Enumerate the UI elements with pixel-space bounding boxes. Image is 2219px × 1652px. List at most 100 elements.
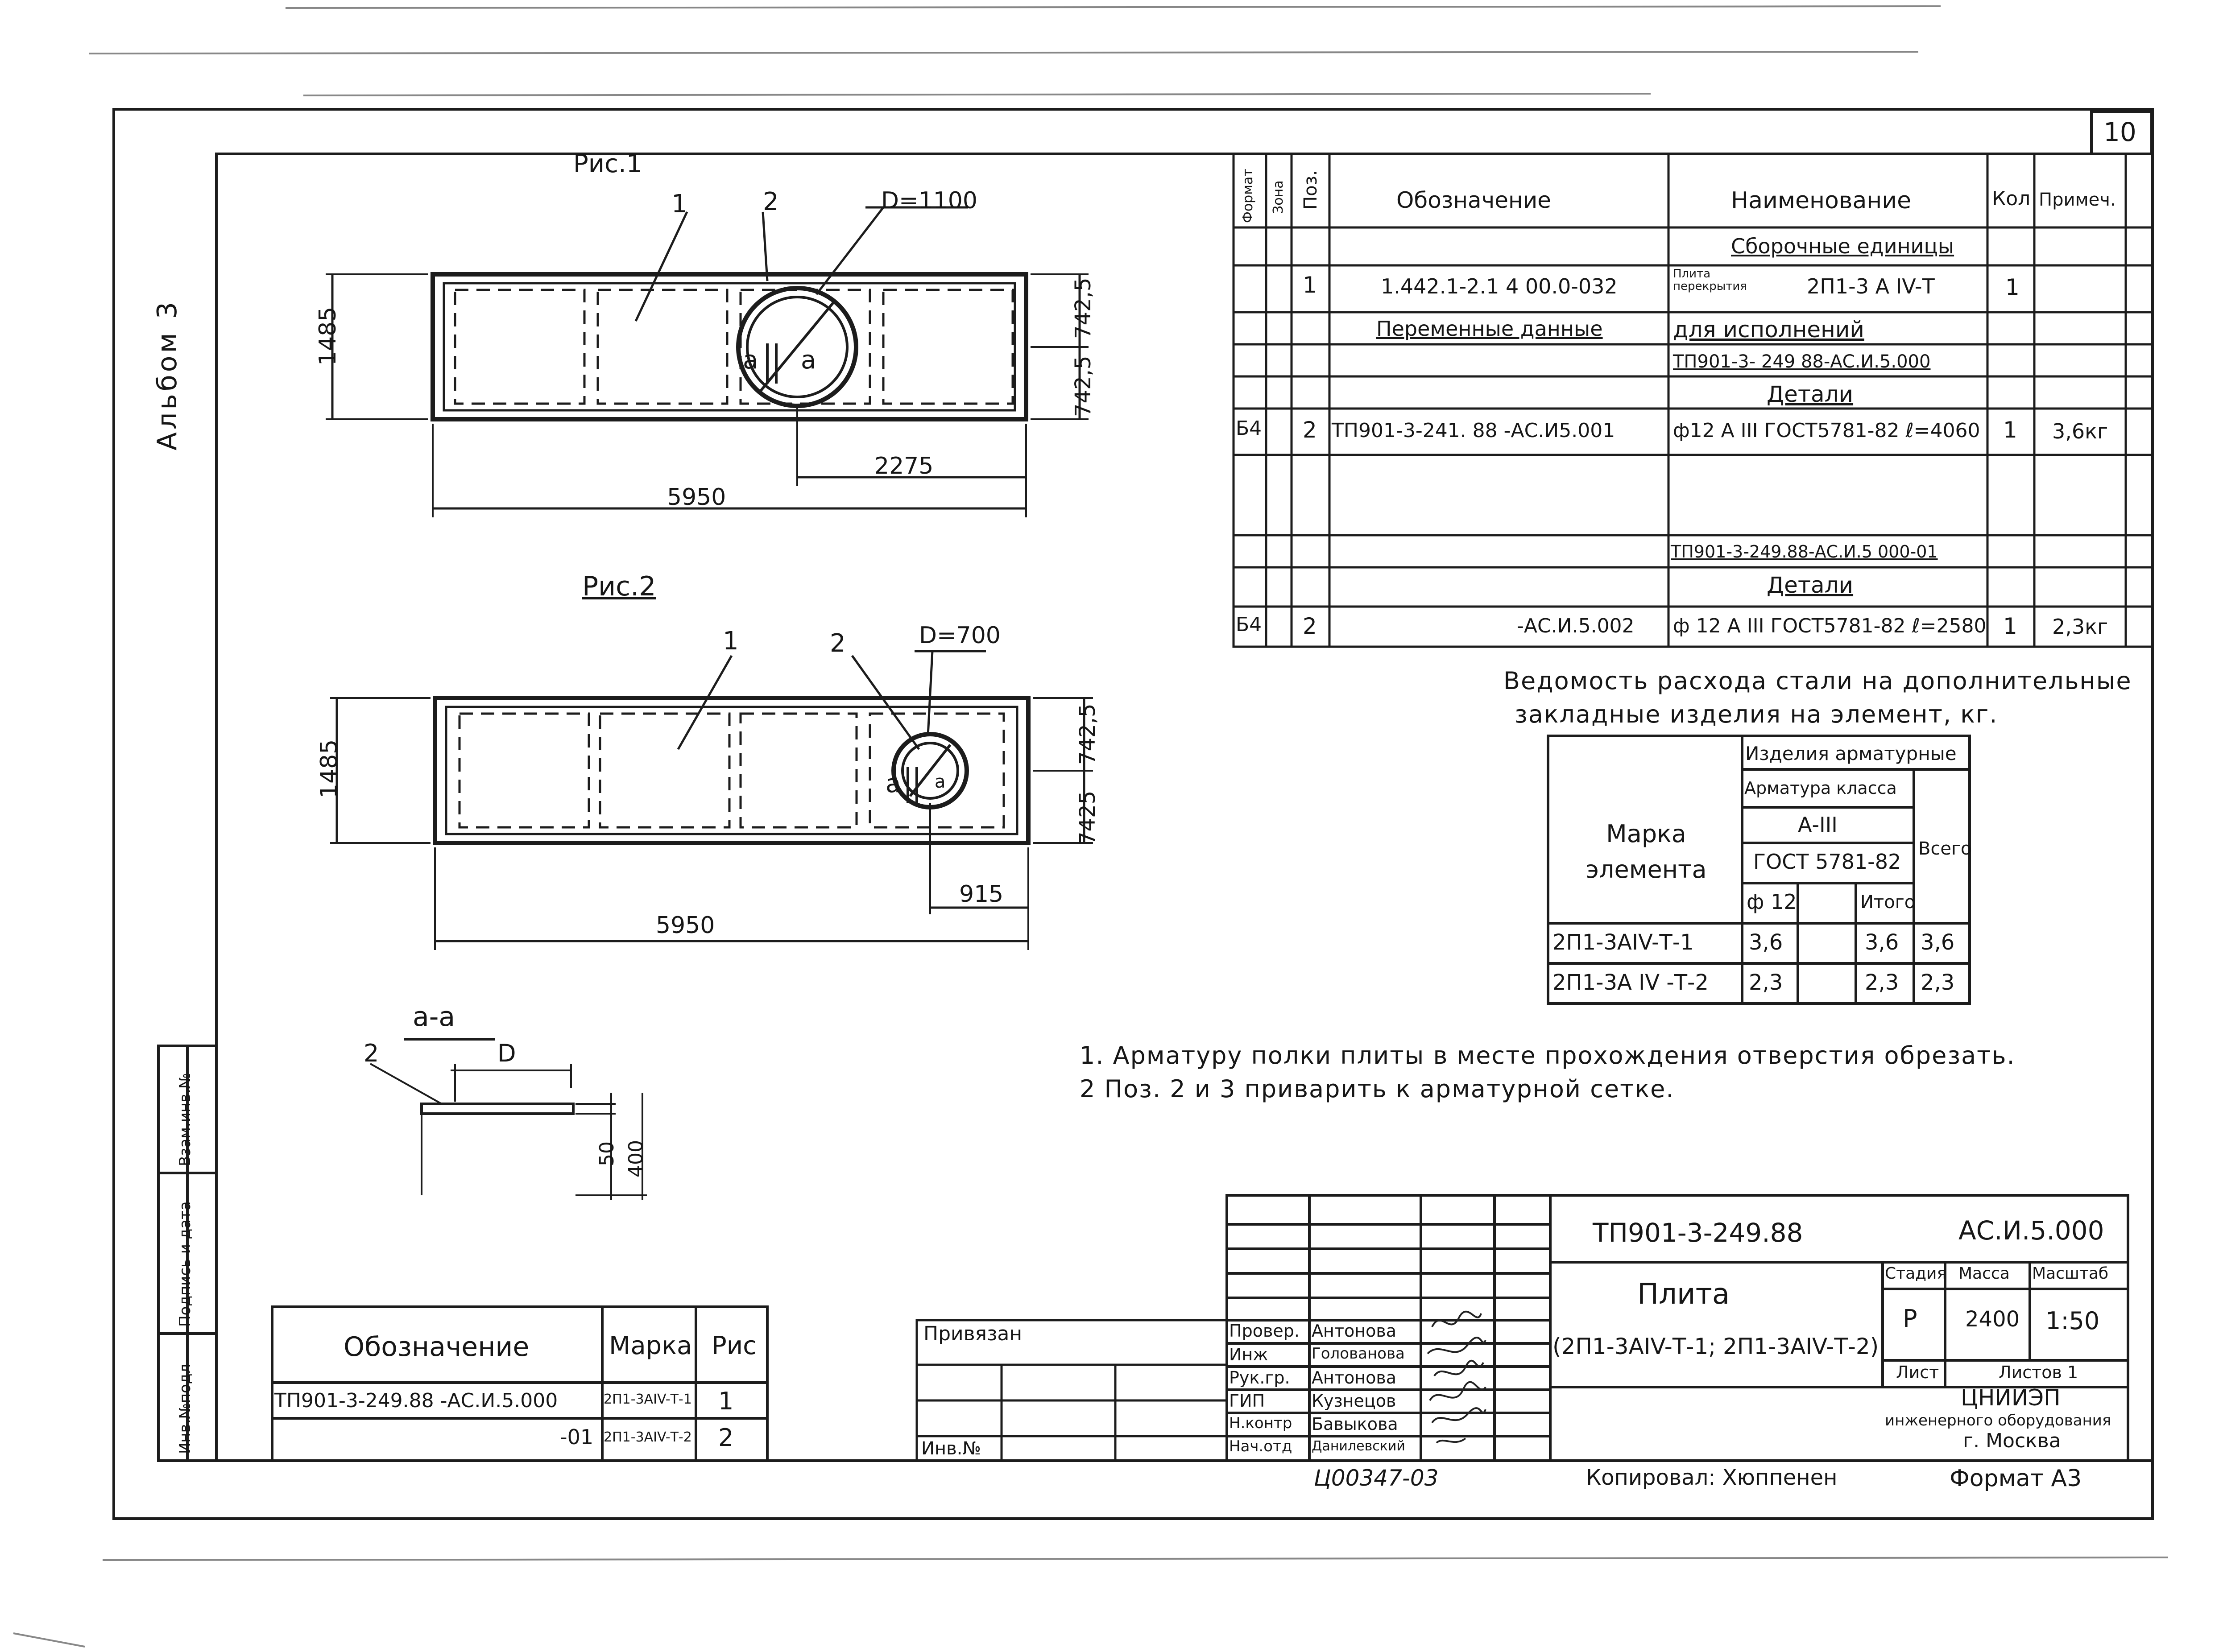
stamp-number: Ц00347-03	[1314, 1465, 1439, 1491]
figure2-callout-1: 1	[723, 627, 739, 656]
figure2-plan	[330, 650, 1093, 950]
title-stage-label: Стадия	[1885, 1264, 1947, 1283]
steel-header-element-mark: Марка элемента	[1586, 820, 1707, 884]
figure1-section-mark-right: а	[801, 346, 816, 375]
role-n-kontr: Н.контр	[1229, 1414, 1292, 1432]
steel-table-grid	[1547, 735, 1971, 1005]
steel-header-diameter: ф 12	[1747, 890, 1797, 914]
steel-header-class: А-III	[1798, 813, 1838, 837]
spec-row-details-1: Детали	[1767, 381, 1854, 407]
left-header-mark: Марка	[609, 1331, 692, 1360]
section-diameter: D	[497, 1039, 516, 1067]
steel-header-rebar-class: Арматура класса	[1744, 778, 1897, 798]
title-mass-label: Масса	[1958, 1264, 2010, 1283]
side-stamp-frame	[157, 1045, 218, 1462]
figure1-diameter: D=1100	[881, 187, 977, 214]
left-row1-fig: 1	[718, 1387, 734, 1415]
spec-row-version-01: ТП901-3-249.88-АС.И.5 000-01	[1671, 542, 1938, 562]
left-row2-designation: -01	[560, 1425, 594, 1449]
spec-row1-name-small: Плита перекрытия	[1673, 267, 1747, 293]
spec-row-version-base: ТП901-3- 249 88-АС.И.5.000	[1673, 351, 1931, 372]
spec-header-pos: Поз.	[1300, 170, 1321, 210]
spec-row-for-versions: для исполнений	[1673, 317, 1864, 343]
role-gip-name: Кузнецов	[1312, 1391, 1396, 1411]
role-ruk-gr: Рук.гр.	[1229, 1368, 1290, 1388]
role-nach-otd-name: Данилевский	[1312, 1438, 1405, 1454]
spec-row9-name: ф 12 А III ГОСТ5781-82 ℓ=2580	[1673, 615, 1987, 637]
title-doc-code: АС.И.5.000	[1958, 1215, 2104, 1246]
section-callout-2: 2	[364, 1039, 379, 1067]
section-aa	[370, 1038, 647, 1200]
copied-by: Копировал: Хюппенен	[1586, 1465, 1838, 1490]
spec-row9-pos: 2	[1303, 613, 1317, 639]
note-2: 2 Поз. 2 и 3 приварить к арматурной сетк…	[1080, 1075, 1675, 1103]
privyazan-label: Привязан	[923, 1322, 1023, 1345]
steel-row2-mark: 2П1-3А IV -Т-2	[1552, 970, 1709, 995]
spec-header-format: Формат	[1240, 169, 1256, 223]
figure2-half-bottom: 7425	[1075, 790, 1100, 845]
role-inzh: Инж	[1229, 1345, 1268, 1364]
role-gip: ГИП	[1229, 1391, 1265, 1411]
title-name: Плита	[1637, 1278, 1730, 1311]
side-stamp-vzam-inv: Взам.инв.№	[176, 1073, 194, 1166]
figure1-half-bottom: 742,5	[1071, 355, 1096, 417]
steel-header-products: Изделия арматурные	[1745, 743, 1957, 764]
title-org-3: г. Москва	[1963, 1429, 2061, 1452]
figure1-title: Рис.1	[573, 149, 642, 178]
role-prover-name: Антонова	[1312, 1321, 1396, 1341]
figure2-length: 5950	[656, 912, 715, 939]
steel-row2-subtotal: 2,3	[1865, 970, 1899, 995]
title-scale: 1:50	[2045, 1307, 2100, 1335]
steel-header-total: Всего	[1918, 838, 1972, 859]
figure1-offset: 2275	[874, 453, 934, 479]
spec-row5-name: ф12 А III ГОСТ5781-82 ℓ=4060	[1673, 419, 1980, 442]
spec-header-name: Наименование	[1731, 187, 1912, 214]
spec-row1-pos: 1	[1303, 272, 1317, 298]
left-table-grid	[271, 1305, 769, 1462]
side-stamp-inv-podl: Инв.№подл	[176, 1363, 194, 1454]
figure1-callout-1: 1	[671, 190, 687, 219]
spec-header-note: Примеч.	[2039, 190, 2116, 210]
title-scale-label: Масштаб	[2032, 1264, 2109, 1283]
figure2-callout-2: 2	[830, 629, 846, 658]
spec-row1-qty: 1	[2005, 274, 2020, 300]
figure1-half-top: 742,5	[1071, 277, 1096, 339]
steel-title-line2: закладные изделия на элемент, кг.	[1515, 700, 1998, 728]
spec-header-zone: Зона	[1271, 180, 1286, 214]
figure1-height: 1485	[315, 306, 341, 366]
side-stamp-signature-date: Подпись и дата	[176, 1201, 194, 1327]
spec-row5-qty: 1	[2003, 417, 2017, 443]
title-org-2: инженерного оборудования	[1885, 1412, 2111, 1429]
title-sheets-label: Листов 1	[1999, 1363, 2078, 1382]
figure1-callout-2: 2	[763, 187, 779, 216]
spec-row9-designation: -АС.И.5.002	[1517, 615, 1635, 637]
steel-row1-d12: 3,6	[1749, 930, 1783, 955]
signatures	[1427, 1310, 1486, 1444]
figure2-diameter: D=700	[919, 622, 1001, 649]
spec-row-variable-data: Переменные данные	[1376, 317, 1603, 341]
left-row1-designation: ТП901-3-249.88 -АС.И.5.000	[274, 1389, 558, 1412]
spec-header-designation: Обозначение	[1396, 187, 1551, 213]
title-sheet-label: Лист	[1896, 1363, 1939, 1382]
spec-row5-pos: 2	[1303, 417, 1317, 443]
role-inzh-name: Голованова	[1312, 1345, 1405, 1363]
spec-table-grid	[1232, 153, 2154, 648]
role-n-kontr-name: Бавыкова	[1312, 1414, 1398, 1434]
left-header-designation: Обозначение	[344, 1331, 530, 1363]
spec-row5-format: Б4	[1236, 417, 1262, 440]
figure2-section-mark-right: а	[935, 772, 946, 792]
role-nach-otd: Нач.отд	[1229, 1437, 1292, 1455]
steel-row1-subtotal: 3,6	[1865, 930, 1899, 955]
figure2-section-mark-left: а	[886, 769, 901, 798]
left-row1-mark: 2П1-3АIV-Т-1	[604, 1392, 692, 1407]
spec-row9-format: Б4	[1236, 613, 1262, 636]
steel-header-subtotal: Итого	[1860, 892, 1916, 913]
section-title: а-а	[413, 1001, 455, 1032]
steel-row2-d12: 2,3	[1749, 970, 1783, 995]
spec-header-qty: Кол	[1992, 187, 2031, 210]
inv-no-label: Инв.№	[921, 1438, 981, 1459]
figure2-title: Рис.2	[582, 571, 656, 602]
spec-row-details-2: Детали	[1767, 572, 1854, 598]
sheet-number: 10	[2103, 117, 2136, 147]
